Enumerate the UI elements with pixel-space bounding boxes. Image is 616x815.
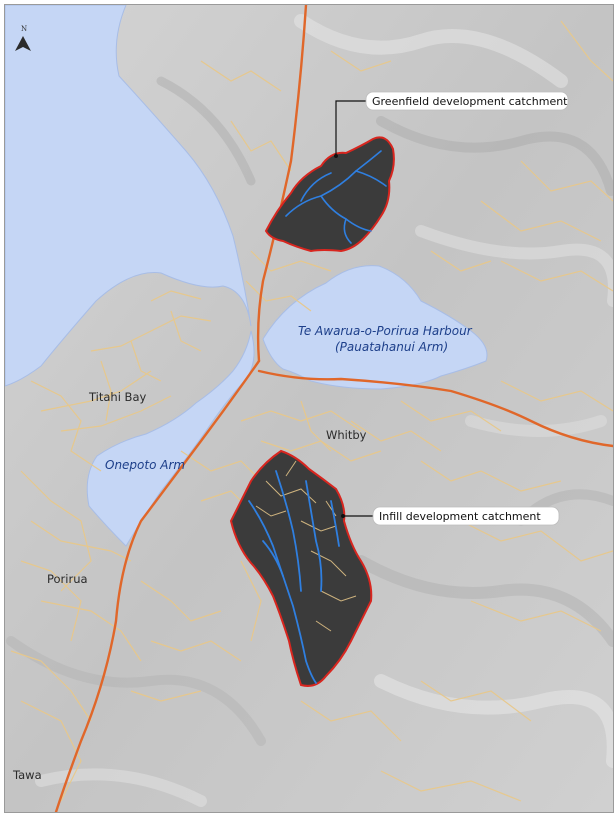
water (5, 5, 488, 547)
greenfield-streams (285, 150, 387, 244)
greenfield-catchment (264, 136, 395, 253)
north-label: N (21, 25, 27, 33)
place-label-porirua: Porirua (47, 572, 88, 586)
infill-catchment-area (229, 449, 373, 687)
onepoto-arm-label: Onepoto Arm (105, 458, 185, 472)
infill-callout-label: Infill development catchment (379, 510, 541, 523)
onepoto-arm (86, 330, 255, 547)
harbour-label-line1: Te Awarua-o-Porirua Harbour (298, 324, 473, 338)
infill-catchment (229, 449, 373, 687)
north-arrow-icon (15, 36, 31, 51)
north-arrow: N (15, 25, 31, 51)
greenfield-callout-label: Greenfield development catchment (372, 95, 568, 108)
place-label-tawa: Tawa (12, 768, 42, 782)
open-sea (5, 5, 252, 387)
callout-leaders (335, 100, 373, 517)
harbour-label-line2: (Pauatahanui Arm) (335, 340, 448, 354)
place-label-titahi-bay: Titahi Bay (88, 390, 146, 404)
infill-callout: Infill development catchment (372, 506, 560, 526)
hillshade (6, 14, 613, 807)
map-frame: Greenfield development catchment Infill … (4, 4, 614, 813)
place-label-whitby: Whitby (326, 428, 367, 442)
infill-streams (248, 470, 340, 684)
greenfield-callout: Greenfield development catchment (365, 91, 569, 111)
map-canvas: Greenfield development catchment Infill … (5, 5, 613, 812)
